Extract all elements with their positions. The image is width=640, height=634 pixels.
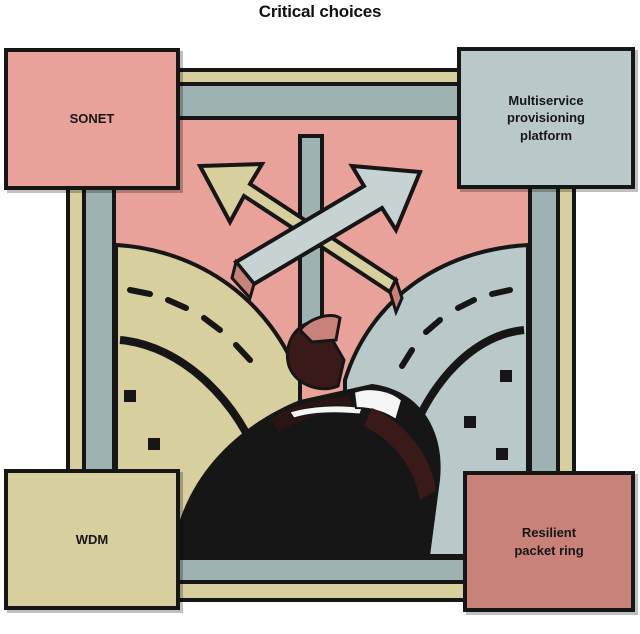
window-square (148, 438, 160, 450)
wdm-box: WDM (4, 469, 180, 610)
left-road-dashes (127, 287, 253, 363)
resilient-packet-ring-box: Resilient packet ring (463, 471, 635, 612)
wdm-label: WDM (75, 531, 109, 547)
sonet-box: SONET (4, 48, 180, 190)
man-arm (364, 408, 436, 500)
arrow-right (232, 163, 423, 287)
man-collar (289, 405, 363, 419)
right-road-dashes (399, 287, 513, 369)
man-hand (297, 314, 342, 344)
multiservice-platform-box: Multiservice provisioning platform (457, 47, 635, 189)
diagram-title: Critical choices (258, 2, 382, 21)
window-square (124, 390, 136, 402)
sonet-label: SONET (69, 111, 115, 127)
multiservice-platform-label: Multiservice provisioning platform (507, 92, 585, 143)
window-square (500, 370, 512, 382)
window-square (496, 448, 508, 460)
man-cuff (352, 388, 404, 422)
resilient-packet-ring-label: Resilient packet ring (514, 524, 584, 558)
window-square (464, 416, 476, 428)
